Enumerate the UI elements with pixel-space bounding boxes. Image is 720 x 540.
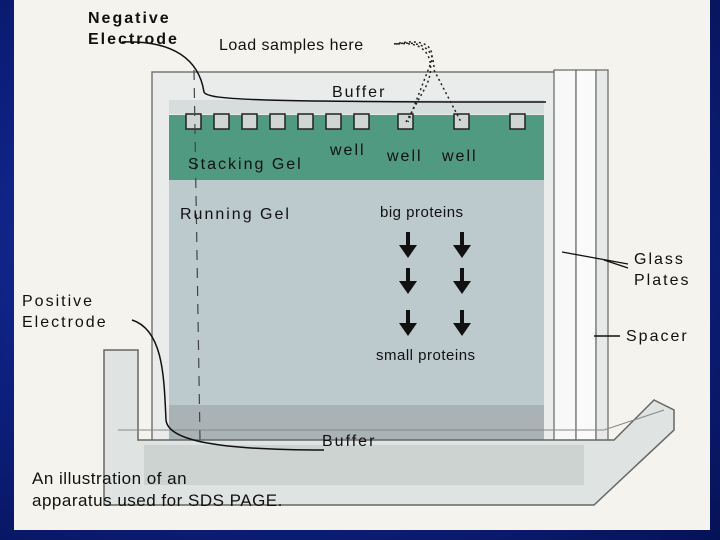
glass-pointer-line xyxy=(561,251,629,265)
down-arrow-icon xyxy=(399,232,417,258)
positive-electrode-line2: Electrode xyxy=(22,314,108,331)
running-gel-region xyxy=(169,180,544,405)
positive-electrode-label: Positive Electrode xyxy=(22,291,108,333)
lower-buffer-fluid xyxy=(144,445,584,485)
positive-electrode-wire xyxy=(131,319,325,451)
glass-plates-line1: Glass xyxy=(634,251,685,268)
down-arrow-icon xyxy=(399,268,417,294)
positive-electrode-line1: Positive xyxy=(22,293,95,310)
negative-electrode-label: Negative Electrode xyxy=(88,8,179,50)
negative-electrode-line1: Negative xyxy=(88,10,171,27)
top-buffer-region xyxy=(169,100,544,114)
down-arrow-icon xyxy=(453,310,471,336)
migration-arrows xyxy=(399,232,471,336)
tray-edge-line xyxy=(118,409,665,431)
spacer-strip xyxy=(575,69,597,491)
well-label: well xyxy=(330,142,366,159)
buffer-bottom-label: Buffer xyxy=(322,433,377,450)
spacer-label: Spacer xyxy=(626,328,689,345)
down-arrow-icon xyxy=(399,310,417,336)
load-samples-label: Load samples here xyxy=(219,37,364,54)
apparatus-drawing xyxy=(103,41,675,506)
sample-arrows xyxy=(393,41,462,123)
glass-plates-label: Glass Plates xyxy=(634,249,690,291)
down-arrow-icon xyxy=(453,268,471,294)
well-slot xyxy=(509,113,526,130)
well-label: well xyxy=(387,148,423,165)
well-slot xyxy=(185,113,202,130)
gel-bottom xyxy=(169,405,544,445)
glass-plates-line2: Plates xyxy=(634,272,691,289)
caption-line1: An illustration of an xyxy=(32,469,188,488)
sample-arrow xyxy=(393,41,433,123)
down-arrow-icon xyxy=(453,232,471,258)
buffer-top-label: Buffer xyxy=(332,84,387,101)
well-slot xyxy=(353,113,370,130)
negative-electrode-line2: Electrode xyxy=(88,31,179,48)
stacking-gel-label: Stacking Gel xyxy=(188,156,303,173)
caption-line2: apparatus used for SDS PAGE. xyxy=(32,491,283,510)
front-glass-edge xyxy=(553,69,577,491)
big-proteins-label: big proteins xyxy=(380,204,464,221)
sample-arrow xyxy=(397,43,432,123)
well-row xyxy=(185,113,526,130)
well-slot xyxy=(325,113,342,130)
glass-pointer-line xyxy=(603,259,629,269)
running-gel-label: Running Gel xyxy=(180,206,291,223)
left-plate-edge xyxy=(193,69,201,441)
small-proteins-label: small proteins xyxy=(376,347,476,364)
well-label: well xyxy=(442,148,478,165)
well-slot xyxy=(297,113,314,130)
well-slot xyxy=(213,113,230,130)
sds-page-illustration: Negative Electrode Load samples here Buf… xyxy=(14,0,710,530)
well-slot xyxy=(453,113,470,130)
back-glass-edge xyxy=(595,69,609,491)
well-slot xyxy=(269,113,286,130)
well-slot xyxy=(241,113,258,130)
negative-electrode-wire xyxy=(121,41,547,103)
figure-caption: An illustration of an apparatus used for… xyxy=(32,468,283,512)
